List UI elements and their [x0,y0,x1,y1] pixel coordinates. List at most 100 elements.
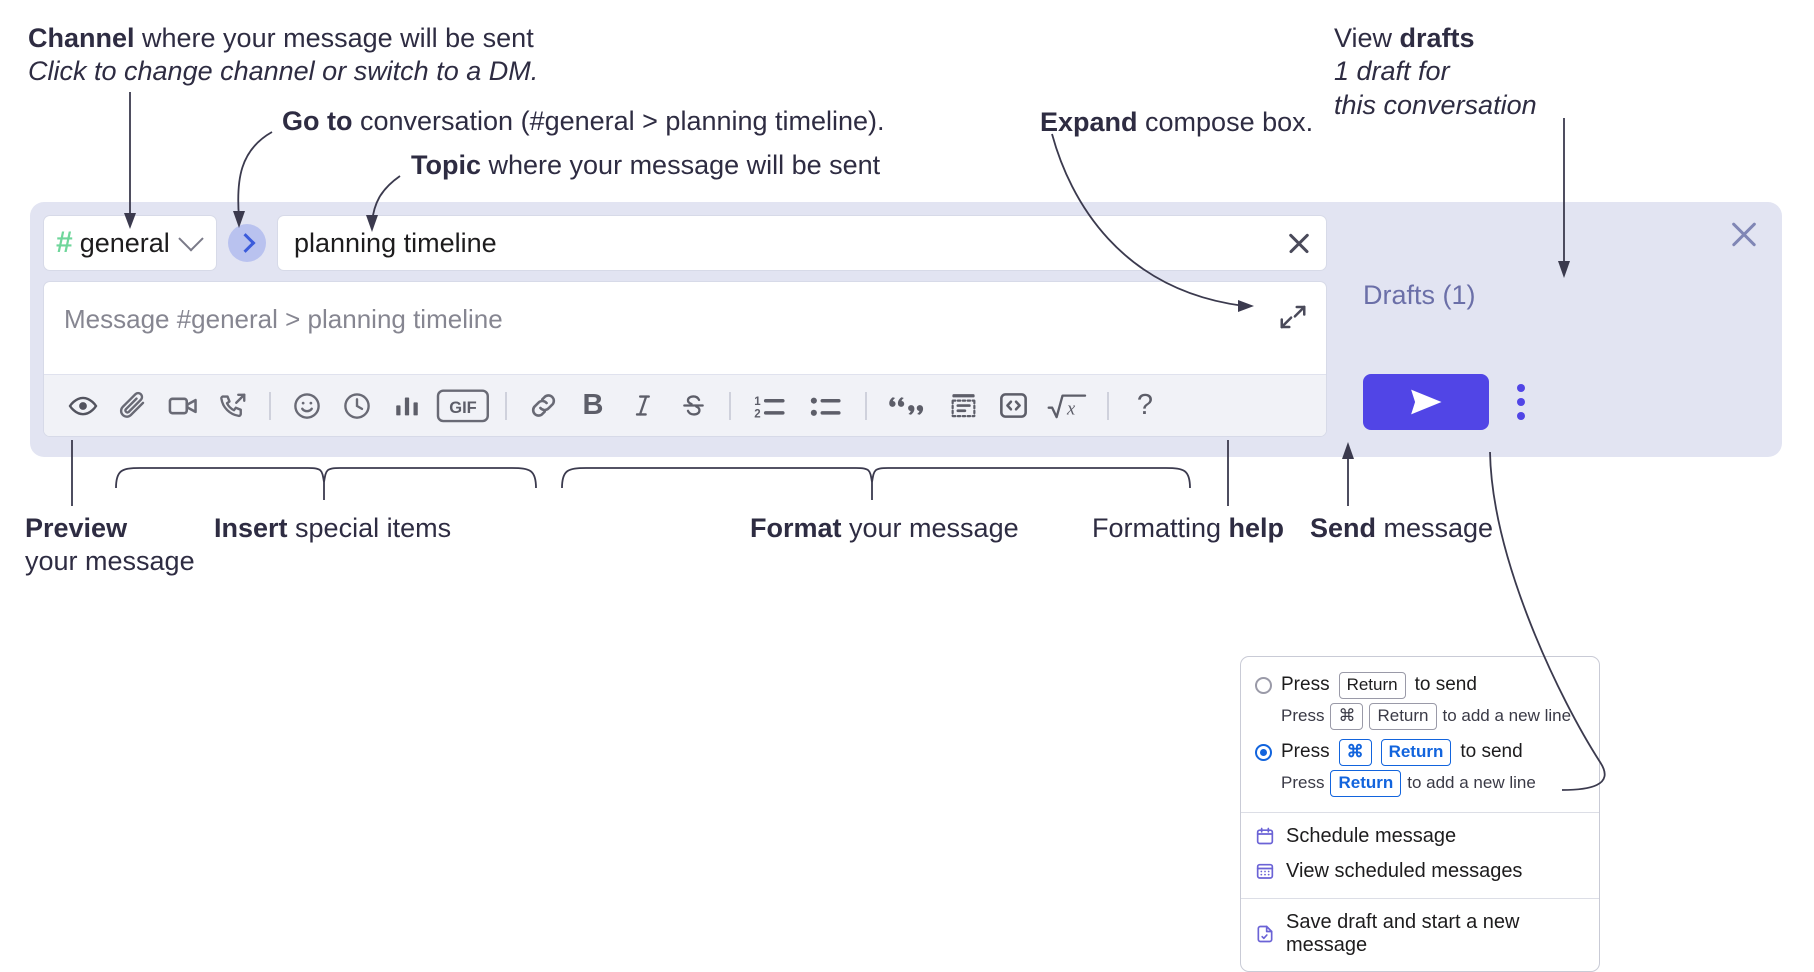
formatting-help-button[interactable]: ? [1120,381,1170,431]
annotation-insert-bold: Insert [214,513,288,543]
annotation-send-bold: Send [1310,513,1377,543]
annotation-send-rest: message [1376,513,1494,543]
emoji-button[interactable] [282,381,332,431]
compose-panel-right: Drafts (1) [1340,202,1782,457]
compose-inner: # general planning timeline Message #gen… [43,215,1327,437]
menu-item-schedule-message[interactable]: Schedule message [1241,819,1599,854]
key-command: ⌘ [1330,702,1364,730]
annotation-expand-rest: compose box. [1137,107,1314,137]
sub-pre: Press [1281,706,1325,726]
svg-text:x: x [1066,398,1076,419]
topic-value: planning timeline [294,227,497,258]
message-input-box[interactable]: Message #general > planning timeline [43,281,1327,437]
calendar-grid-icon [1255,861,1275,881]
save-draft-icon [1255,924,1275,944]
annotation-channel: Channel where your message will be sent … [28,22,538,89]
question-mark-icon: ? [1136,389,1154,421]
annotation-goto-bold: Go to [282,106,353,136]
annotation-drafts: View drafts 1 draft for this conversatio… [1334,22,1537,122]
annotation-expand-bold: Expand [1040,107,1138,137]
option-pre: Press [1281,674,1330,696]
annotation-expand: Expand compose box. [1040,106,1313,139]
menu-item-label: Schedule message [1286,824,1457,847]
formatting-toolbar: GIF B [44,374,1326,436]
calendar-icon [1255,826,1275,846]
sub-post: to add a new line [1407,773,1536,793]
goto-conversation-button[interactable] [228,224,266,262]
annotation-preview-bold: Preview [25,513,128,543]
radio-selected-icon[interactable] [1255,743,1272,761]
compose-options-button[interactable] [1510,377,1532,427]
poll-button[interactable] [382,381,432,431]
toolbar-divider [1107,391,1109,420]
attach-file-button[interactable] [108,381,158,431]
svg-text:GIF: GIF [449,398,477,416]
record-video-button[interactable] [158,381,208,431]
menu-item-label: Save draft and start a new message [1286,910,1520,956]
menu-item-save-draft[interactable]: Save draft and start a new message [1241,905,1599,963]
annotation-help-bold: help [1228,513,1285,543]
annotation-format-bold: Format [750,513,842,543]
compose-header-row: # general planning timeline [43,215,1327,271]
hash-icon: # [56,226,73,259]
expand-compose-icon[interactable] [1278,302,1308,332]
sub-post: to add a new line [1442,706,1572,726]
channel-selector[interactable]: # general [43,215,217,271]
sub-pre: Press [1281,773,1325,793]
annotation-help: Formatting help [1092,512,1284,545]
preview-button[interactable] [58,381,108,431]
italic-button[interactable] [618,381,668,431]
send-button[interactable] [1363,374,1489,430]
chevron-down-icon [178,226,204,252]
close-compose-icon[interactable] [1728,218,1760,250]
inline-code-button[interactable] [988,381,1038,431]
channel-name-label: general [79,227,170,258]
radio-unselected-icon[interactable] [1255,676,1272,694]
svg-text:1: 1 [754,395,761,407]
annotation-drafts-pre: View [1334,23,1400,53]
ordered-list-button[interactable]: 1 2 [742,381,798,431]
bulleted-list-button[interactable] [798,381,854,431]
menu-option-cmd-return-to-send[interactable]: Press ⌘ Return to send [1241,736,1599,769]
menu-divider [1241,897,1599,899]
annotation-insert-rest: special items [287,513,452,543]
gif-button[interactable]: GIF [432,381,494,431]
toolbar-divider [865,391,867,420]
menu-item-view-scheduled-messages[interactable]: View scheduled messages [1241,854,1599,889]
reminder-button[interactable] [332,381,382,431]
topic-field[interactable]: planning timeline [277,215,1327,271]
strikethrough-button[interactable] [668,381,718,431]
annotation-topic: Topic where your message will be sent [411,149,880,182]
more-dot [1517,412,1525,420]
annotation-preview-sub: your message [25,546,195,577]
menu-option-return-to-send[interactable]: Press Return to send [1241,669,1599,702]
menu-option-cmd-return-subtext: Press Return to add a new line [1241,769,1599,803]
record-audio-button[interactable] [208,381,258,431]
clear-topic-icon[interactable] [1286,230,1312,256]
more-dot [1517,398,1525,406]
svg-text:2: 2 [754,408,760,420]
annotation-channel-rest: where your message will be sent [134,23,534,53]
send-paper-plane-icon [1411,389,1442,415]
code-block-button[interactable] [938,381,988,431]
menu-divider [1241,811,1599,813]
more-dot [1517,384,1525,392]
bold-icon: B [582,389,604,421]
key-return: Return [1330,769,1402,797]
annotation-channel-sub: Click to change channel or switch to a D… [28,56,539,87]
annotation-drafts-sub2: this conversation [1334,89,1537,120]
annotation-topic-bold: Topic [411,150,481,180]
chevron-right-icon [235,233,256,253]
math-button[interactable]: x [1038,381,1096,431]
annotation-send: Send message [1310,512,1493,545]
toolbar-divider [729,391,731,420]
drafts-link[interactable]: Drafts (1) [1363,280,1476,310]
key-return: Return [1380,738,1452,766]
blockquote-button[interactable] [878,381,938,431]
annotation-preview: Preview your message [25,512,195,579]
bold-button[interactable]: B [568,381,618,431]
annotation-topic-rest: where your message will be sent [481,150,881,180]
link-button[interactable] [518,381,568,431]
annotation-format: Format your message [750,512,1019,545]
key-command: ⌘ [1338,738,1372,766]
